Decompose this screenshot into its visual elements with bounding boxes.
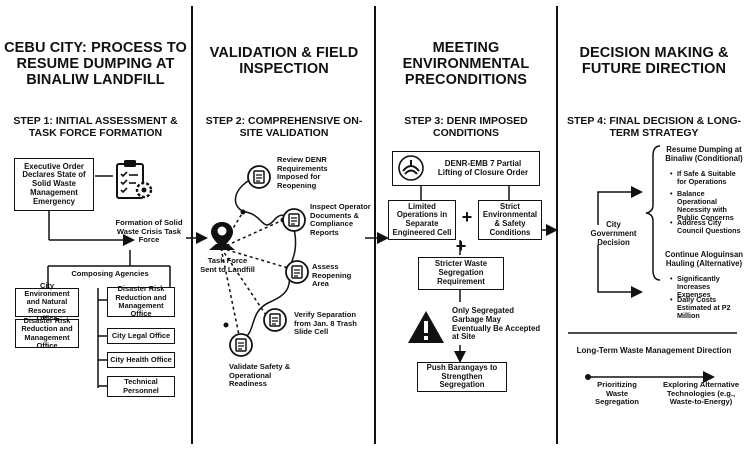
condition-right-box: Strict Environmental & Safety Conditions bbox=[478, 200, 542, 240]
arrow-to-opt1 bbox=[597, 186, 643, 225]
option1-title: Resume Dumping at Binaliw (Conditional) bbox=[665, 145, 743, 163]
agency-right-2: City Legal Office bbox=[107, 328, 175, 344]
option2-item-2: Daily Costs Estimated at P2 Million bbox=[670, 295, 743, 320]
decision-brace bbox=[645, 145, 661, 281]
checklist-icon bbox=[263, 308, 287, 337]
column-divider-2 bbox=[374, 6, 376, 444]
option2-title: Continue Aloguinsan Hauling (Alternative… bbox=[664, 250, 744, 268]
push-barangays-box: Push Barangays to Strengthen Segregation bbox=[417, 362, 507, 392]
col4-title: DECISION MAKING & FUTURE DIRECTION bbox=[579, 45, 729, 78]
warning-icon bbox=[406, 309, 446, 350]
decision-label: City Government Decision bbox=[590, 220, 637, 247]
checklist-icon bbox=[229, 333, 253, 362]
col2-step: STEP 2: COMPREHENSIVE ON-SITE VALIDATION bbox=[205, 115, 363, 139]
validation-item-3: Assess Reopening Area bbox=[312, 262, 352, 289]
col2-title: VALIDATION & FIELD INSPECTION bbox=[209, 45, 359, 78]
column-divider-3 bbox=[556, 6, 558, 444]
checklist-icon bbox=[285, 260, 309, 289]
warning-text: Only Segregated Garbage May Eventually B… bbox=[452, 306, 541, 342]
arrow-to-opt2 bbox=[597, 245, 643, 298]
dash-2 bbox=[220, 219, 284, 249]
validation-item-5: Validate Safety & Operational Readiness bbox=[229, 362, 291, 389]
col3-title: MEETING ENVIRONMENTAL PRECONDITIONS bbox=[402, 40, 530, 89]
dash-5 bbox=[220, 247, 241, 341]
col3-step: STEP 3: DENR IMPOSED CONDITIONS bbox=[404, 115, 528, 139]
dash-4 bbox=[220, 247, 269, 319]
task-force-label: Formation of Solid Waste Crisis Task For… bbox=[115, 218, 183, 245]
longterm-right: Exploring Alternative Technologies (e.g.… bbox=[662, 380, 740, 407]
agency-left-2: Disaster Risk Reduction and Management O… bbox=[15, 316, 79, 349]
option1-item-1: If Safe & Suitable for Operations bbox=[670, 169, 741, 186]
denr-logo-icon bbox=[398, 155, 424, 186]
plus-sign-2: + bbox=[455, 236, 467, 256]
task-force-sent-label: Task Force Sent to Landfill bbox=[200, 256, 255, 274]
checklist-icon bbox=[247, 165, 271, 194]
col4-step: STEP 4: FINAL DECISION & LONG-TERM STRAT… bbox=[566, 115, 742, 139]
denr-label: DENR-EMB 7 Partial Lifting of Closure Or… bbox=[437, 158, 529, 177]
longterm-title: Long-Term Waste Management Direction bbox=[576, 346, 732, 355]
clipboard-gear-icon bbox=[114, 158, 154, 207]
map-pin-person-icon bbox=[206, 220, 238, 259]
longterm-dot bbox=[585, 374, 591, 380]
option1-item-3: Address City Council Questions bbox=[670, 218, 743, 235]
column-divider-1 bbox=[191, 6, 193, 444]
validation-item-2: Inspect Operator Documents & Compliance … bbox=[310, 202, 371, 237]
agency-right-1: Disaster Risk Reduction and Management O… bbox=[107, 285, 175, 318]
exec-order-box: Executive Order Declares State of Solid … bbox=[14, 158, 94, 211]
stricter-segregation-box: Stricter Waste Segregation Requirement bbox=[418, 257, 504, 290]
composing-agencies-label: Composing Agencies bbox=[71, 269, 149, 278]
condition-left-box: Limited Operations in Separate Engineere… bbox=[388, 200, 456, 240]
validation-item-4: Verify Separation from Jan. 8 Trash Slid… bbox=[294, 310, 357, 337]
plus-sign-1: + bbox=[461, 207, 473, 227]
checklist-icon bbox=[282, 208, 306, 237]
agency-right-4: Technical Personnel bbox=[107, 376, 175, 397]
agency-left-1: City Environment and Natural Resources O… bbox=[15, 281, 79, 323]
agency-right-3: City Health Office bbox=[107, 352, 175, 368]
validation-item-1: Review DENR Requirements Imposed for Reo… bbox=[277, 155, 328, 190]
col1-title: CEBU CITY: PROCESS TO RESUME DUMPING AT … bbox=[4, 40, 187, 89]
longterm-left: Prioritizing Waste Segregation bbox=[595, 380, 639, 407]
col1-step: STEP 1: INITIAL ASSESSMENT & TASK FORCE … bbox=[13, 115, 178, 139]
